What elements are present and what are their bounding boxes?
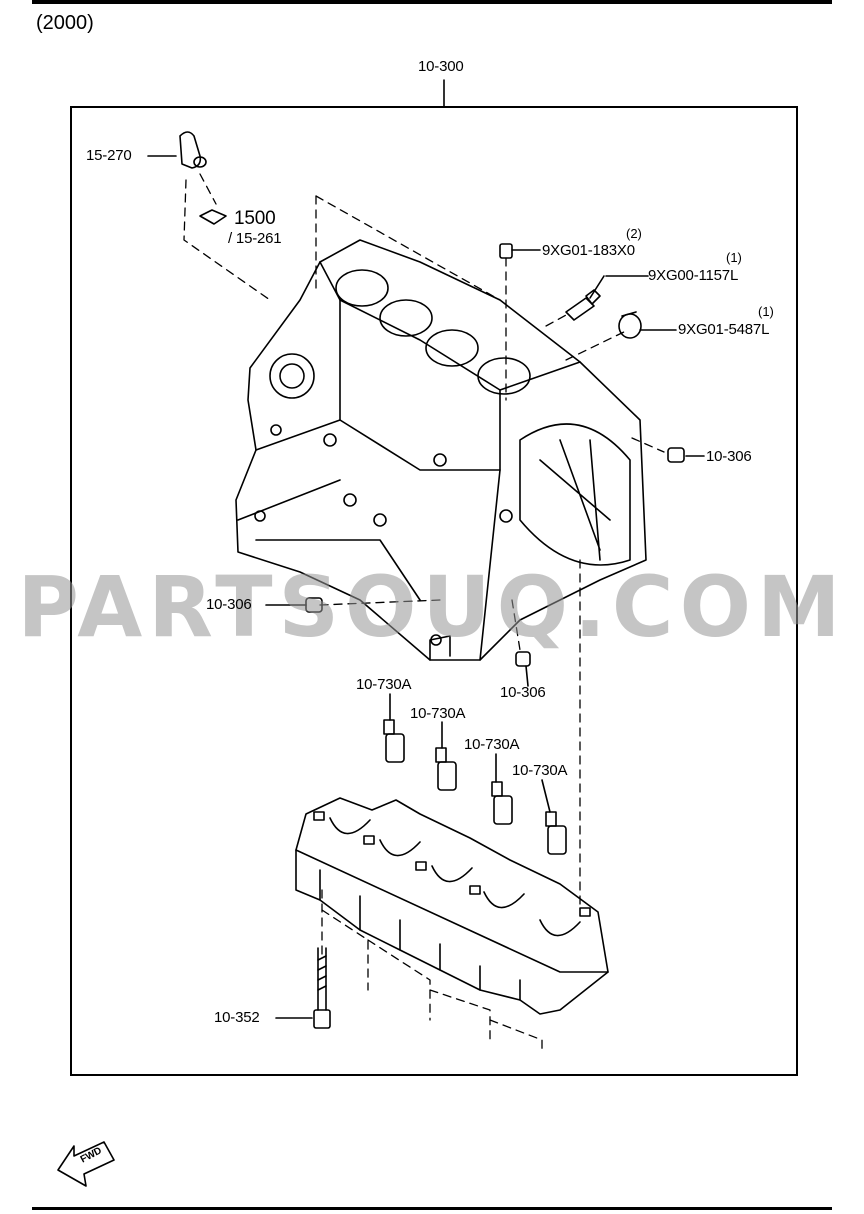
pipe-part [179,131,227,225]
qty-plug-cap: (1) [758,304,774,319]
qty-plug-small: (2) [626,226,642,241]
oil-jet-1 [383,719,405,763]
diagram-frame [70,106,798,1076]
oil-jet-2 [435,747,457,791]
cylinder-block [235,239,647,661]
dowel-left-part [305,597,323,613]
callout-jet-1[interactable]: 10-730A [356,676,412,693]
callout-bolt[interactable]: 10-352 [214,1009,260,1026]
callout-dowel-bottom[interactable]: 10-306 [500,684,546,701]
oil-jet-3 [491,781,513,825]
bearing-cap-frame [295,797,609,1015]
callout-dowel-left[interactable]: 10-306 [206,596,252,613]
callout-plug-small[interactable]: 9XG01-183X0 [542,242,635,259]
top-rule [32,0,832,4]
callout-dowel-right[interactable]: 10-306 [706,448,752,465]
callout-plug-screw[interactable]: 9XG00-1157L [648,267,739,284]
callout-jet-3[interactable]: 10-730A [464,736,520,753]
qty-plug-screw: (1) [726,250,742,265]
dowel-bottom-part [515,651,531,667]
small-plug-part [499,243,513,259]
oil-jet-4 [545,811,567,855]
model-code: (2000) [36,12,94,34]
watermark: PARTSOUQ.COM [17,558,847,656]
callout-ref-sub[interactable]: / 15-261 [228,230,282,247]
callout-ref-group[interactable]: 1500 [234,208,276,229]
cap-plug-part [618,311,642,339]
screw-plug-part [565,289,601,321]
bottom-rule [32,1207,832,1210]
alignment-lines [183,173,665,1053]
callout-plug-cap[interactable]: 9XG01-5487L [678,321,770,338]
callout-assembly[interactable]: 10-300 [418,58,464,75]
dowel-right-part [667,447,685,463]
leader-lines [147,79,705,1019]
fwd-arrow-icon [57,1141,115,1187]
callout-jet-2[interactable]: 10-730A [410,705,466,722]
callout-jet-4[interactable]: 10-730A [512,762,568,779]
callout-pipe[interactable]: 15-270 [86,147,132,164]
bolt-part [313,947,331,1029]
